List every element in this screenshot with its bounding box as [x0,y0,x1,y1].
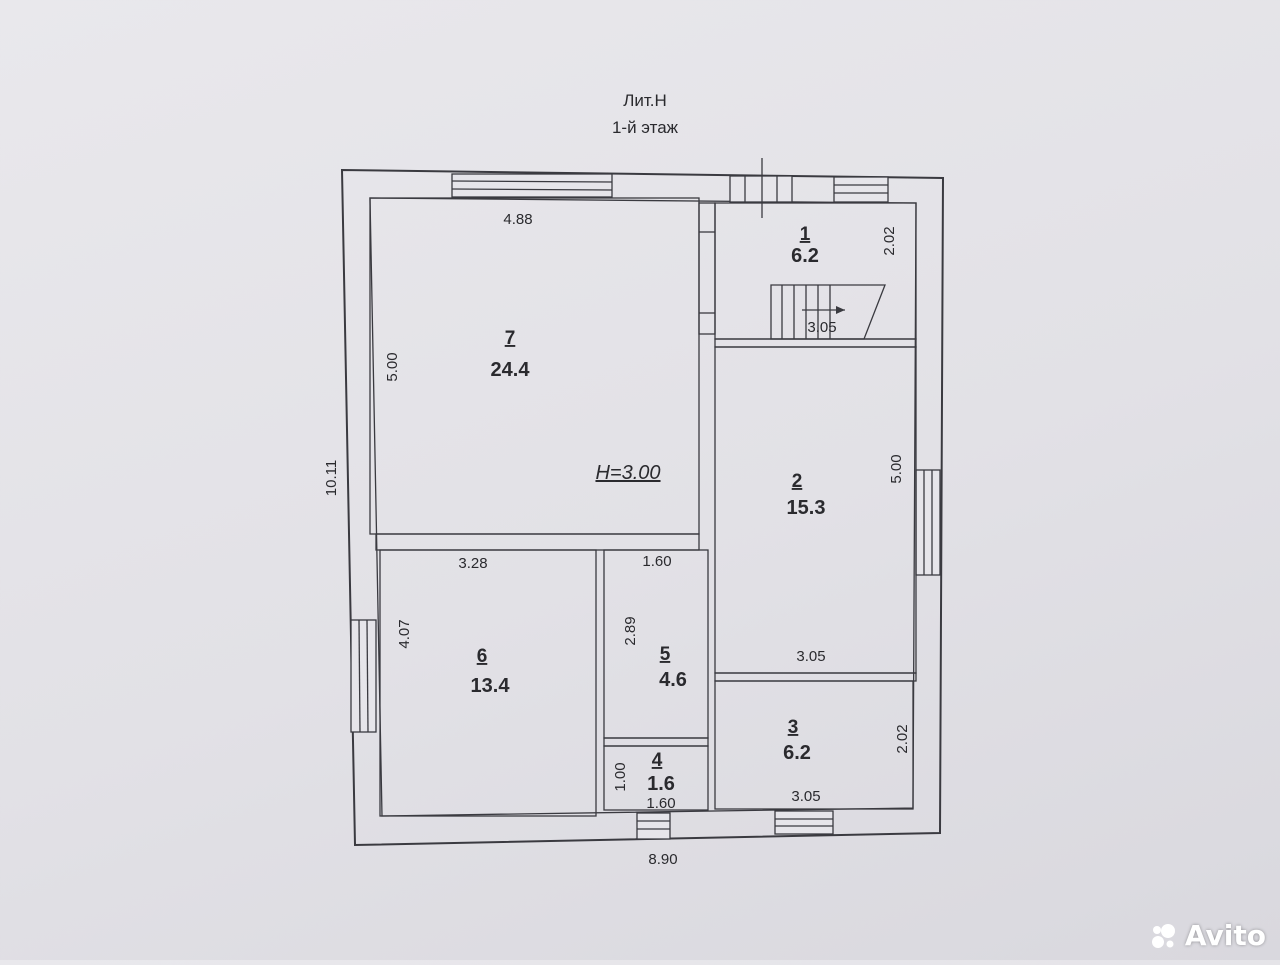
dim-room5-height: 2.89 [622,616,639,645]
window-top-mid [729,175,793,203]
room-3-number: 3 [788,717,799,738]
watermark: Avito [1149,919,1266,952]
room-4 [603,745,709,811]
room-4-area: 1.6 [647,773,675,795]
wall-5-4 [603,737,709,747]
dim-room7-height: 5.00 [384,352,401,381]
stairs-arrow [836,306,845,314]
room-6 [379,549,597,817]
dim-room3-height: 2.02 [894,724,911,753]
dim-room7-width: 4.88 [503,211,532,228]
window-top-left [451,173,613,198]
room-5-area: 4.6 [659,669,687,691]
window-left [350,619,377,733]
plan-subtitle: 1-й этаж [612,118,679,137]
window-right [915,469,941,576]
room-4-number: 4 [652,750,663,771]
dim-room6-height: 4.07 [396,619,413,648]
dim-room3-width: 3.05 [791,788,820,805]
dim-room4-height: 1.00 [612,762,629,791]
dim-room2-height: 5.00 [888,454,905,483]
dim-room6-width: 3.28 [458,555,487,572]
room-2-number: 2 [792,471,803,492]
ceiling-height: H=3.00 [595,462,660,484]
plan-title: Лит.Н [623,91,667,110]
window-bottom-left [636,812,671,840]
dim-room1-height: 2.02 [881,226,898,255]
room-6-area: 13.4 [471,675,511,697]
room-5-number: 5 [660,644,671,665]
avito-logo-icon [1151,923,1175,948]
wall-7-6 [375,533,700,551]
partition-7-1 [698,202,716,335]
dim-room4-width: 1.60 [646,795,675,812]
dim-overall-width: 8.90 [648,851,677,868]
wall-1-2 [714,338,917,348]
window-bottom-right [774,810,834,835]
room-5 [603,549,709,739]
room-6-number: 6 [477,646,488,667]
room-3-area: 6.2 [783,742,811,764]
dim-room1-width: 3.05 [807,319,836,336]
dim-room2-width: 3.05 [796,648,825,665]
wall-2-3 [714,672,917,682]
room-7-area: 24.4 [491,359,531,381]
window-top-right [833,176,889,203]
inner-wall-outline [369,197,917,817]
dim-overall-height: 10.11 [323,460,340,496]
watermark-text: Avito [1184,919,1266,952]
outer-wall-outline [340,168,945,847]
room-7-number: 7 [505,328,516,349]
room-3 [714,680,914,810]
room-2-area: 15.3 [787,497,826,519]
room-1-area: 6.2 [791,245,819,267]
dim-room5-width: 1.60 [642,553,671,570]
room-1-number: 1 [800,224,811,245]
